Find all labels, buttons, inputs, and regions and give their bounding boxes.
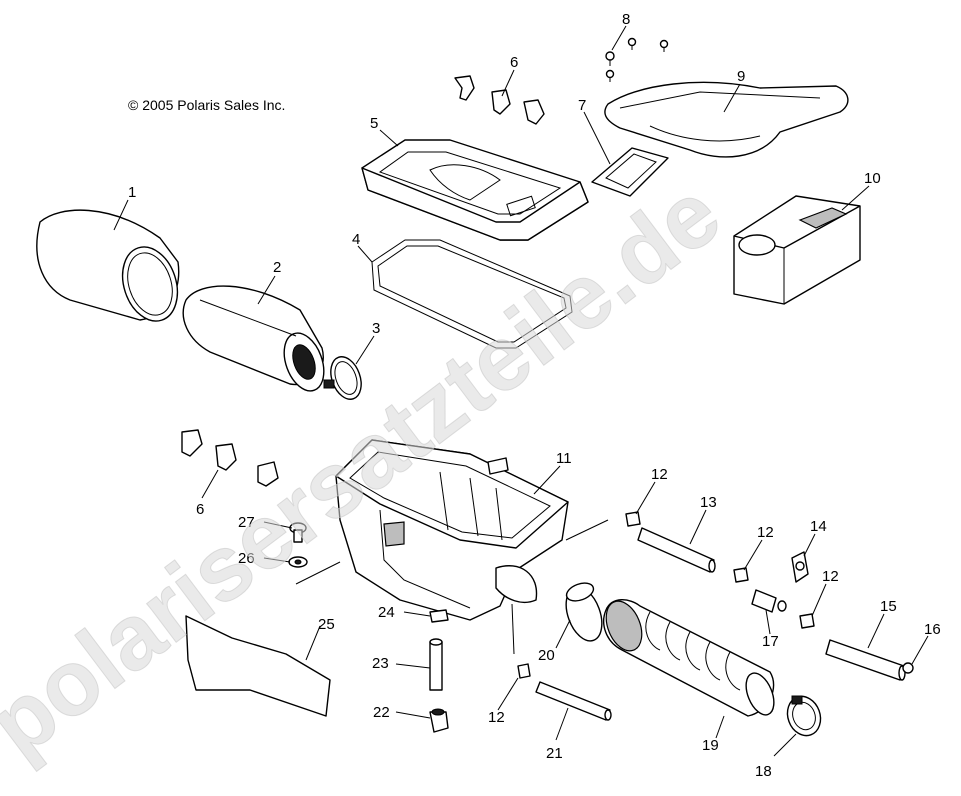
- callout-2: 2: [273, 259, 281, 276]
- part-19-intake-boot: [603, 599, 775, 717]
- callout-13: 13: [700, 494, 717, 511]
- part-18-clamp: [786, 695, 822, 737]
- callout-15: 15: [880, 598, 897, 615]
- copyright-text: © 2005 Polaris Sales Inc.: [128, 97, 285, 113]
- callout-4: 4: [352, 231, 360, 248]
- callout-5: 5: [370, 115, 378, 132]
- part-27-bolt: [289, 522, 307, 543]
- callout-9: 9: [737, 68, 745, 85]
- part-25-panel: [185, 615, 331, 717]
- part-6-fittings-top: [454, 75, 545, 125]
- part-4-gasket: [371, 239, 573, 349]
- part-17-valve: [751, 589, 787, 613]
- callout-10: 10: [864, 170, 881, 187]
- callout-19: 19: [702, 737, 719, 754]
- part-12-clamps: [517, 511, 815, 679]
- callout-23: 23: [372, 655, 389, 672]
- part-8-screws: [605, 37, 669, 82]
- callout-22: 22: [373, 704, 390, 721]
- callout-16: 16: [924, 621, 941, 638]
- callout-27: 27: [238, 514, 255, 531]
- callout-20: 20: [538, 647, 555, 664]
- part-14-bracket: [791, 551, 809, 583]
- callout-11: 11: [556, 450, 572, 467]
- part-24-clip: [429, 609, 449, 623]
- part-23-tube: [429, 638, 443, 691]
- part-16-clip: [902, 662, 914, 674]
- part-21-hose: [535, 681, 612, 721]
- callout-21: 21: [546, 745, 563, 762]
- leader-lines: [113, 25, 929, 757]
- callout-6-top: 6: [510, 54, 518, 71]
- callout-12-c: 12: [822, 568, 839, 585]
- callout-1: 1: [128, 184, 136, 201]
- callout-12-a: 12: [651, 466, 668, 483]
- callout-12-d: 12: [488, 709, 505, 726]
- callout-8: 8: [622, 11, 630, 28]
- callout-24: 24: [378, 604, 395, 621]
- part-20-adapter-ring: [565, 582, 603, 642]
- callout-26: 26: [238, 550, 255, 567]
- part-22-drain: [429, 708, 449, 733]
- part-13-hose: [637, 527, 716, 573]
- part-3-clamp: [323, 356, 362, 400]
- part-9-intake-duct: [604, 81, 849, 158]
- part-5-airbox-cover: [361, 139, 589, 241]
- part-15-hose: [825, 639, 906, 681]
- callout-12-b: 12: [757, 524, 774, 541]
- callout-labels: 1 2 3 4 5 6 6 7 8 9 10 11 12 12 12 12 13…: [128, 11, 941, 780]
- callout-6-left: 6: [196, 501, 204, 518]
- part-7-plate: [591, 147, 669, 197]
- callout-7: 7: [578, 97, 586, 114]
- part-1-prefilter: [36, 209, 180, 322]
- callout-17: 17: [762, 633, 779, 650]
- callout-3: 3: [372, 320, 380, 337]
- callout-25: 25: [318, 616, 335, 633]
- callout-14: 14: [810, 518, 827, 535]
- part-6-clips-left: [181, 429, 279, 487]
- part-11-airbox-base: [335, 439, 569, 621]
- part-2-air-filter: [182, 285, 325, 392]
- callout-18: 18: [755, 763, 772, 780]
- part-10-foam-block: [733, 195, 861, 305]
